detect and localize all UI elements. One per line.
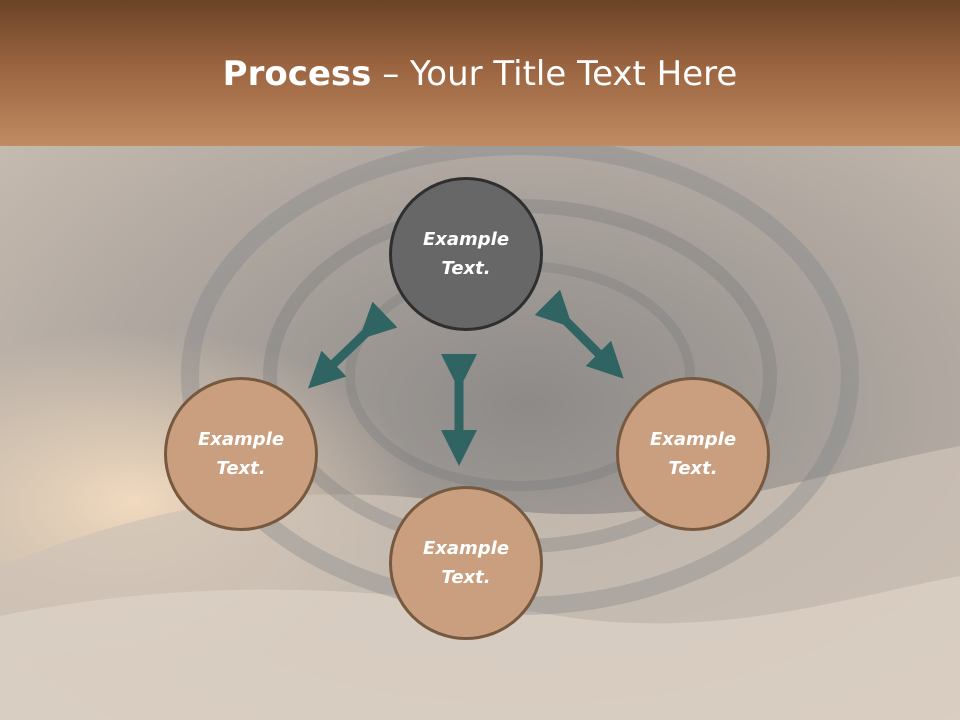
title-separator: – <box>371 54 411 94</box>
title-rest: Your Title Text Here <box>410 54 738 94</box>
process-node-right[interactable]: Example Text. <box>616 377 770 531</box>
process-node-bottom[interactable]: Example Text. <box>389 486 543 640</box>
title-bold: Process <box>222 54 372 94</box>
node-label-center: Example Text. <box>422 229 510 279</box>
process-node-left[interactable]: Example Text. <box>164 377 318 531</box>
arrow-center-right <box>534 289 624 379</box>
arrow-center-left <box>308 301 398 389</box>
process-node-center[interactable]: Example Text. <box>389 177 543 331</box>
title-bar: Process – Your Title Text Here <box>0 0 960 146</box>
node-label-left: Example Text. <box>197 429 285 479</box>
node-label-bottom: Example Text. <box>422 538 510 588</box>
node-label-right: Example Text. <box>649 429 737 479</box>
slide-title: Process – Your Title Text Here <box>0 52 960 96</box>
